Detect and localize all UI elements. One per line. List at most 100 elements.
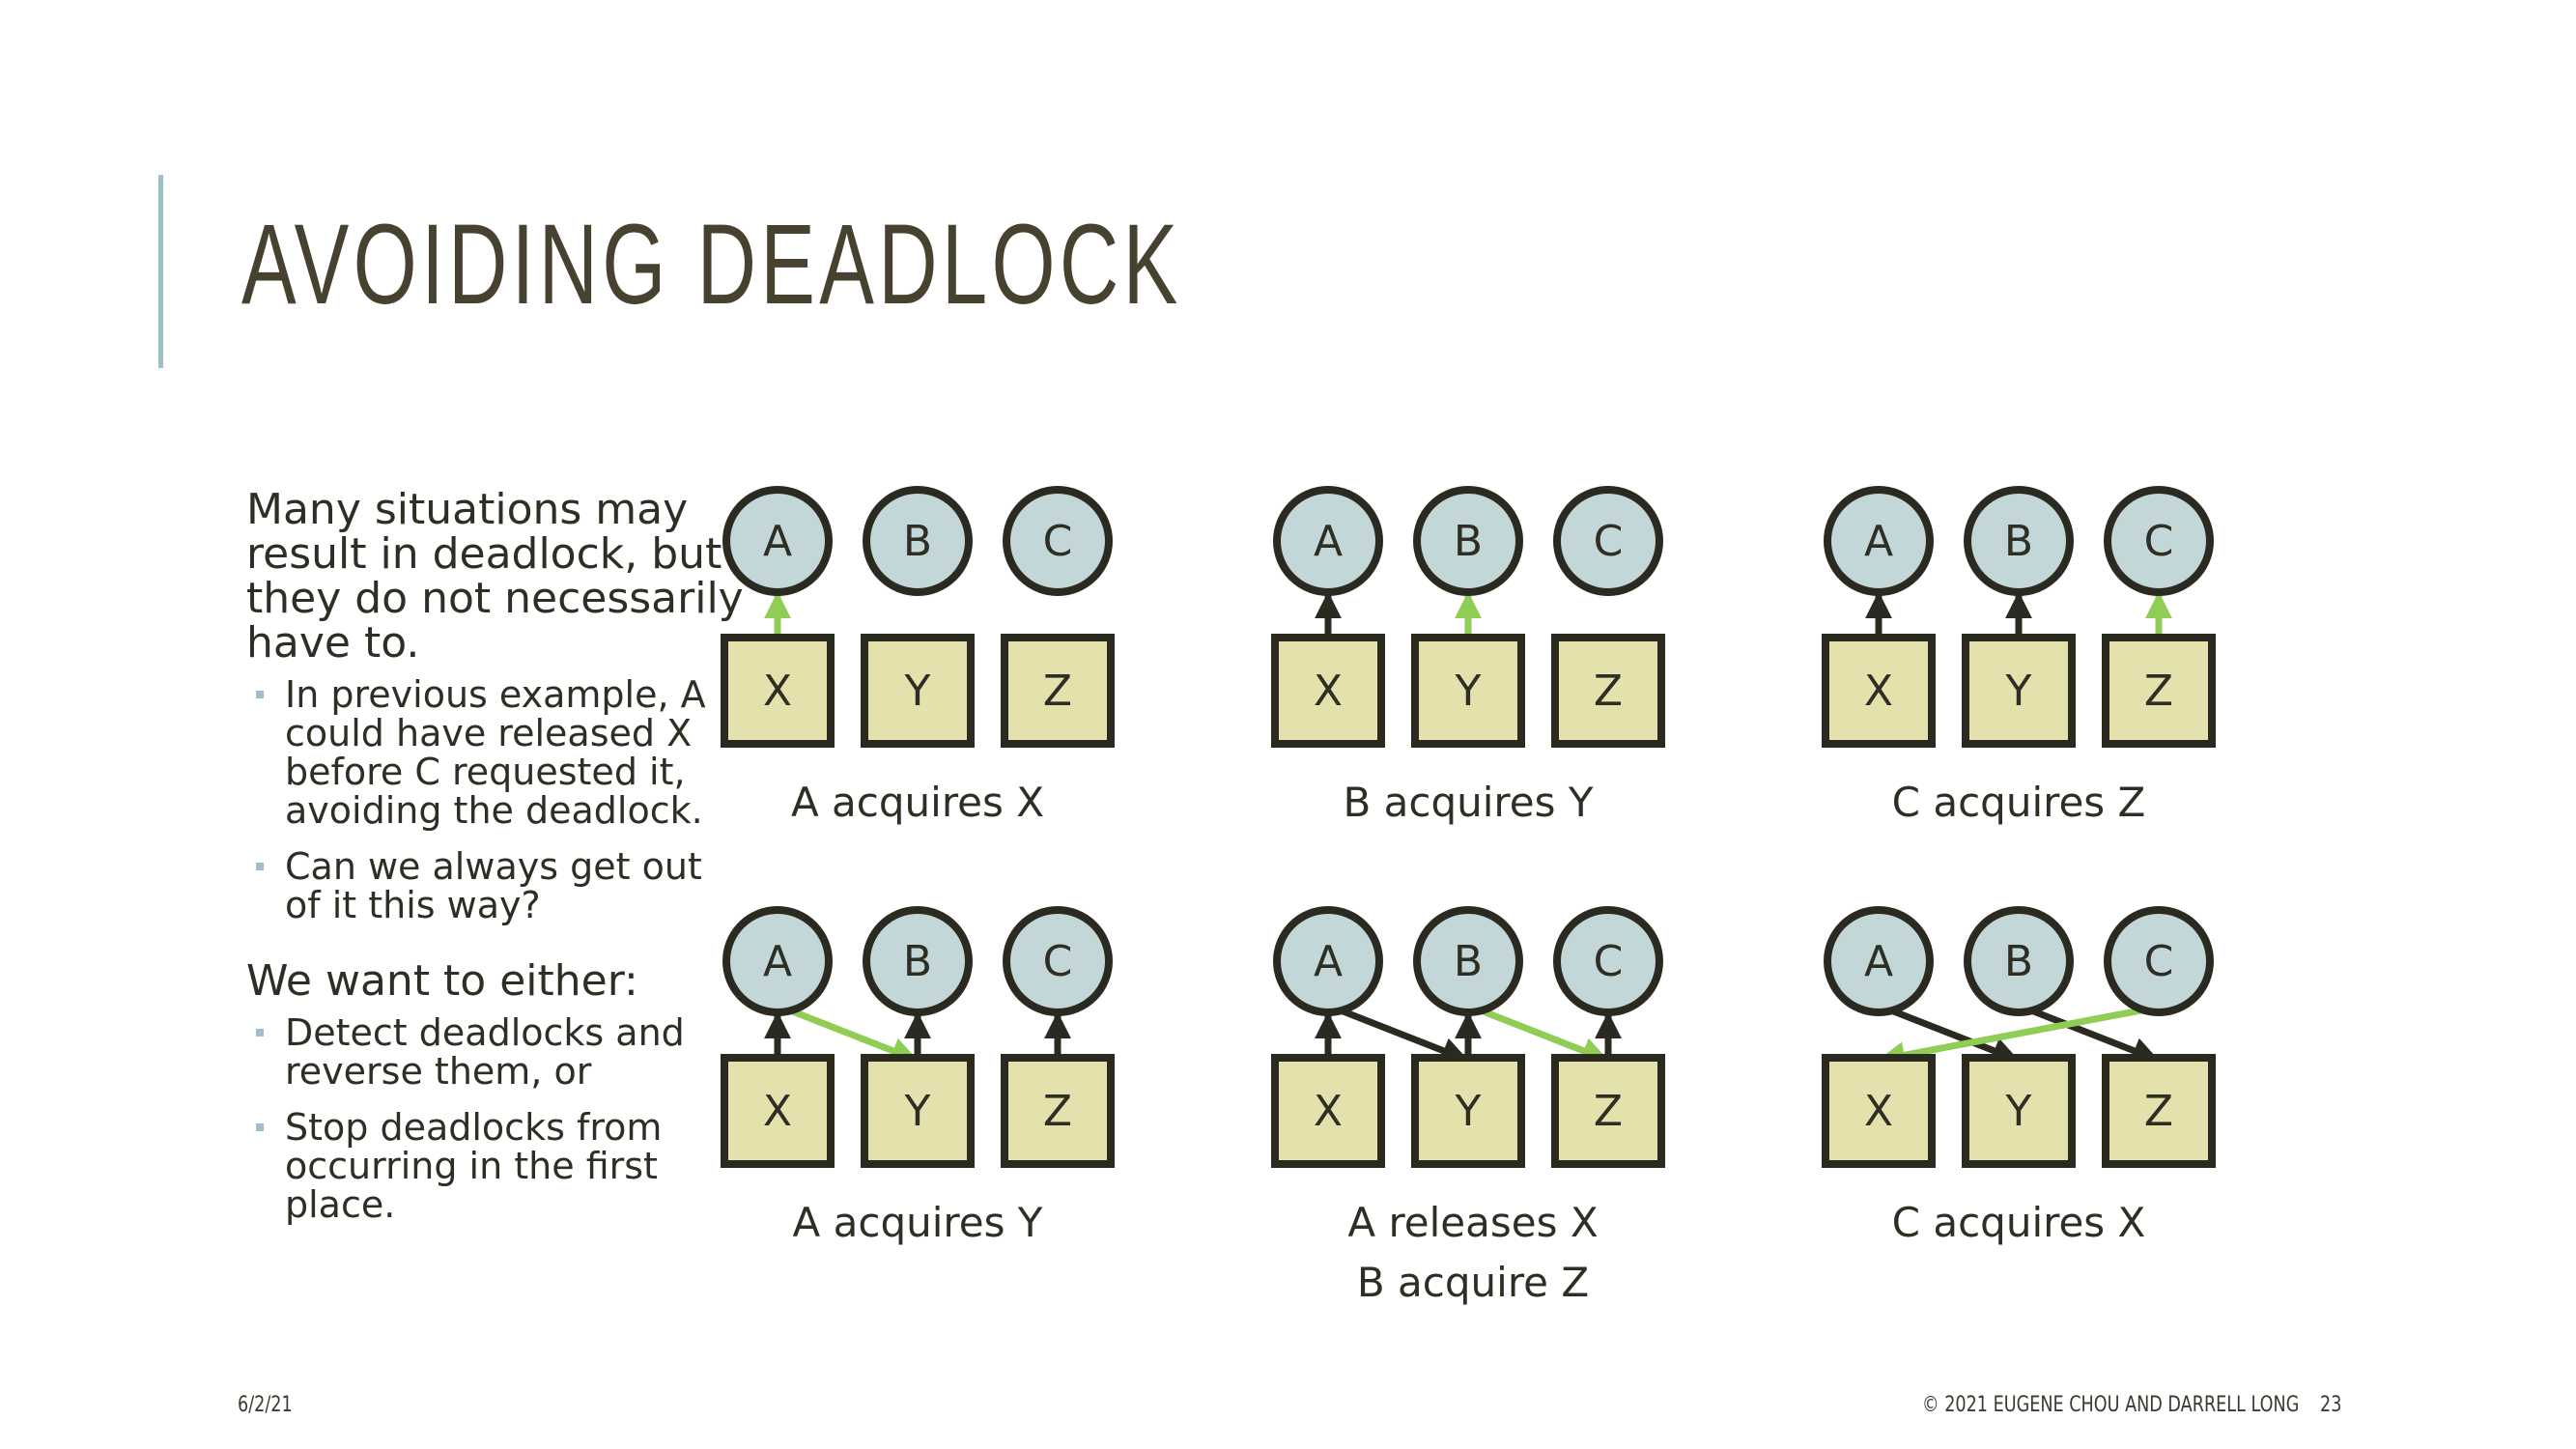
footer-date: 6/2/21 [238, 1393, 293, 1417]
process-node-c [2104, 486, 2214, 596]
resource-node-y [1962, 634, 2076, 748]
resource-node-z [1001, 1054, 1115, 1168]
resource-label: Z [1594, 667, 1623, 716]
process-label: A [1864, 937, 1893, 986]
bullet-list-2: Detect deadlocks and reverse them, or St… [246, 1013, 749, 1224]
process-node-c [1003, 486, 1113, 596]
resource-node-y [1962, 1054, 2076, 1168]
resource-label: Y [1455, 1087, 1482, 1136]
process-label: B [2004, 937, 2033, 986]
resource-label: X [1314, 1087, 1343, 1136]
slide-body: Many situations may result in deadlock, … [246, 488, 749, 1241]
highlight-edge-arrow [1878, 1005, 2152, 1069]
resource-node-z [1551, 1054, 1665, 1168]
panel-caption: C acquires Z [1892, 779, 2146, 826]
resource-label: X [1864, 1087, 1893, 1136]
process-label: C [1594, 937, 1624, 986]
process-node-b [1413, 906, 1523, 1016]
resource-node-z [2102, 1054, 2216, 1168]
resource-node-z [1551, 634, 1665, 748]
process-label: A [1314, 937, 1343, 986]
process-node-b [1413, 486, 1523, 596]
process-node-a [1273, 486, 1383, 596]
process-label: C [2144, 517, 2174, 566]
process-label: A [763, 517, 792, 566]
process-label: B [1454, 517, 1483, 566]
diagram-panel-6: A B C X Y Z C acquires X [1822, 906, 2216, 1246]
resource-label: Z [1043, 1087, 1072, 1136]
resource-label: Z [2144, 667, 2173, 716]
diagram-panel-1: A B C X Y Z A acquires X [721, 486, 1115, 826]
process-node-c [1553, 906, 1663, 1016]
process-node-a [1824, 906, 1934, 1016]
resource-label: X [1314, 667, 1343, 716]
process-node-c [1553, 486, 1663, 596]
footer-copyright: © 2021 EUGENE CHOU AND DARRELL LONG [1922, 1393, 2300, 1417]
resource-label: Z [1043, 667, 1072, 716]
resource-label: Z [1594, 1087, 1623, 1136]
process-label: C [1043, 937, 1073, 986]
process-label: A [1314, 517, 1343, 566]
resource-node-x [1822, 634, 1936, 748]
resource-label: Z [2144, 1087, 2173, 1136]
resource-node-x [721, 634, 835, 748]
bullet-list-1: In previous example, A could have releas… [246, 675, 749, 924]
process-label: B [1454, 937, 1483, 986]
resource-label: Y [904, 1087, 931, 1136]
process-node-b [863, 906, 973, 1016]
process-node-a [1824, 486, 1934, 596]
panel-caption: A acquires X [791, 779, 1044, 826]
panel-caption: C acquires X [1892, 1199, 2146, 1246]
resource-label: Y [904, 667, 931, 716]
process-node-b [1964, 906, 2074, 1016]
slide-title: AVOIDING DEADLOCK [241, 201, 1182, 328]
process-node-a [1273, 906, 1383, 1016]
resource-label: X [1864, 667, 1893, 716]
resource-label: Y [2005, 1087, 2032, 1136]
resource-node-x [721, 1054, 835, 1168]
edge-arrow [1334, 1005, 1469, 1064]
process-label: A [763, 937, 792, 986]
resource-node-x [1822, 1054, 1936, 1168]
resource-label: Y [1455, 667, 1482, 716]
highlight-edge-arrow [783, 1005, 919, 1064]
edge-arrow [1884, 1005, 2020, 1064]
process-label: B [903, 517, 932, 566]
highlight-edge-arrow [1474, 1005, 1609, 1064]
process-label: B [2004, 517, 2033, 566]
diagram-panel-2: A B C X Y Z B acquires Y [1271, 486, 1665, 826]
footer-page-number: 23 [2320, 1393, 2342, 1417]
panel-caption: A releases X [1347, 1199, 1598, 1246]
bullet-item: Detect deadlocks and reverse them, or [256, 1013, 749, 1091]
resource-node-x [1271, 634, 1385, 748]
bullet-item: Stop deadlocks from occurring in the fir… [256, 1108, 749, 1224]
process-label: C [2144, 937, 2174, 986]
process-label: C [1594, 517, 1624, 566]
bullet-item: In previous example, A could have releas… [256, 675, 749, 830]
resource-node-z [1001, 634, 1115, 748]
resource-node-y [861, 1054, 975, 1168]
title-accent-bar [158, 175, 163, 368]
process-label: A [1864, 517, 1893, 566]
resource-label: Y [2005, 667, 2032, 716]
process-node-c [2104, 906, 2214, 1016]
bullet-item: Can we always get out of it this way? [256, 847, 749, 924]
process-node-b [1964, 486, 2074, 596]
resource-node-y [1411, 634, 1525, 748]
lead-paragraph-1: Many situations may result in deadlock, … [246, 485, 744, 668]
process-label: B [903, 937, 932, 986]
lead-paragraph-2: We want to either: [246, 956, 638, 1006]
process-node-a [722, 486, 833, 596]
edge-arrow [2024, 1005, 2160, 1064]
process-node-a [722, 906, 833, 1016]
panel-caption: B acquires Y [1343, 779, 1593, 826]
resource-node-x [1271, 1054, 1385, 1168]
resource-label: X [763, 667, 792, 716]
process-node-b [863, 486, 973, 596]
process-label: C [1043, 517, 1073, 566]
diagram-panel-3: A B C X Y Z C acquires Z [1822, 486, 2216, 826]
resource-node-y [1411, 1054, 1525, 1168]
